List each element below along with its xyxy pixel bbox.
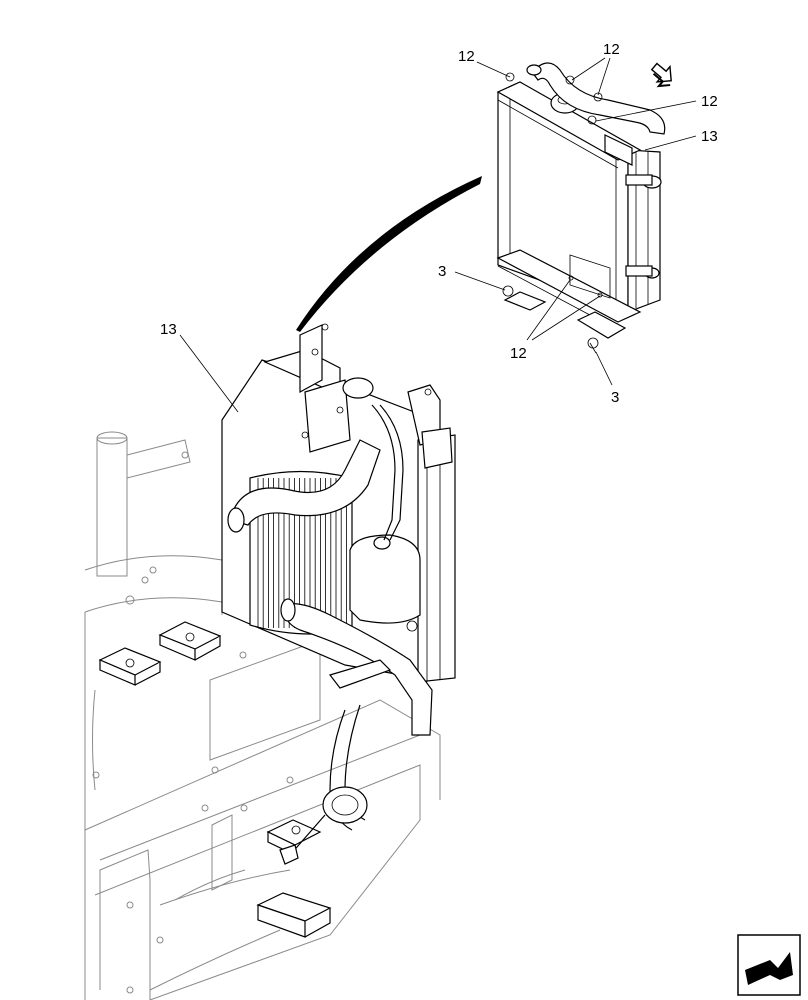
page-turn-icon[interactable]: [737, 934, 801, 996]
callout-3-left: 3: [438, 263, 446, 280]
arrow-icon: [650, 62, 672, 88]
callout-12-top-right: 12: [603, 41, 620, 58]
callout-3-bottom: 3: [611, 389, 619, 406]
machine-frame: [84, 431, 441, 1000]
view-indicator-arc: [296, 176, 482, 332]
callout-13-right: 13: [701, 128, 718, 145]
callout-12-right: 12: [701, 93, 718, 110]
main-radiator-assembly: [221, 323, 456, 865]
callout-labels: 12 12 12 13 3 12 3 13: [160, 41, 718, 406]
callout-13-main: 13: [160, 321, 177, 338]
leader-lines: [179, 57, 697, 413]
callout-12-top-left: 12: [458, 48, 475, 65]
callout-12-bottom: 12: [510, 345, 527, 362]
exploded-radiator: [496, 62, 666, 354]
